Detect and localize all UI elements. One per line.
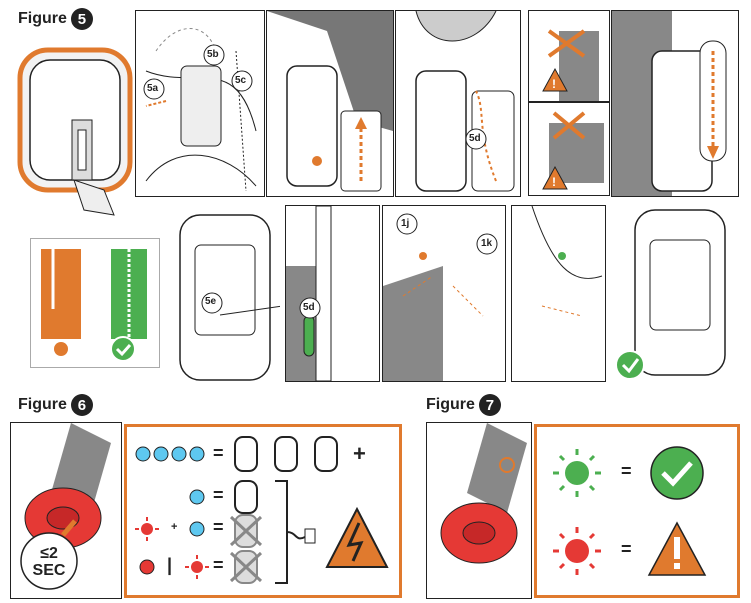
press-duration-label: ≤2 SEC [21,545,77,579]
step-panel-open-pocket: 5a 5b 5c [135,10,265,197]
equals-sign: = [621,461,632,481]
callout-1j: 1j [401,218,410,229]
step-panel-clip-closeup: 5d [285,205,380,382]
equals-sign: = [213,555,224,575]
cross-out-icon [552,111,586,140]
small-plus-sign: + [171,521,178,533]
callout-1k: 1k [481,238,493,249]
press-time: ≤2 [40,545,58,562]
cross-out-icon [547,29,586,58]
warning-icon [647,521,707,576]
callout-5a: 5a [147,83,159,94]
callout-5d-top: 5d [469,133,481,144]
figure-7-title: Figure 7 [426,394,501,416]
figure-label: Figure [426,396,475,413]
callout-5d-bottom: 5d [303,302,315,313]
plus-sign: + [353,441,366,466]
electric-hazard-icon [325,506,389,568]
figure-5-title: Figure 5 [18,8,93,30]
figure-label: Figure [18,10,67,27]
figure-number: 6 [70,394,93,416]
equals-sign: = [213,485,224,505]
figure-number: 5 [70,8,93,30]
figure-6-button-panel: ≤2 SEC [10,422,122,599]
check-icon [615,350,645,380]
figure-label: Figure [18,396,67,413]
wrong-step-panel-1: ! [528,10,610,102]
warning-icon [542,67,568,92]
step-panel-zip-down [611,10,739,197]
equals-sign: = [213,517,224,537]
figure-7-button-panel [426,422,532,599]
warning-icon [542,165,568,190]
step-panel-strap-hooks: 1j 1k [382,205,506,382]
callout-5b: 5b [207,49,219,60]
check-icon [110,336,136,362]
backpack-illustration-left [179,214,280,381]
press-unit: SEC [32,562,66,579]
equals-sign: = [213,443,224,463]
check-icon [650,446,704,500]
step-panel-hook-detail [511,205,606,382]
callout-5c: 5c [235,75,247,86]
equals-sign: = [621,539,632,559]
figure-6-status-legend: = + = + = | = [124,424,402,598]
figure-number: 7 [478,394,501,416]
svg-text:!: ! [552,175,556,189]
step-panel-close-zipper: 5d [395,10,521,197]
figure-7-status-legend: = = [534,424,740,598]
wrong-step-panel-2: ! [528,102,610,196]
separator: | [167,555,173,575]
step-panel-insert-airbag [266,10,394,197]
backpack-illustration-right [615,209,726,380]
device-illustration [17,47,133,216]
svg-text:!: ! [552,77,556,91]
callout-5e: 5e [205,296,217,307]
zipper-comparison-panel [30,238,160,368]
plug-icon [286,528,316,544]
figure-6-title: Figure 6 [18,394,93,416]
skull-icon [54,342,68,356]
